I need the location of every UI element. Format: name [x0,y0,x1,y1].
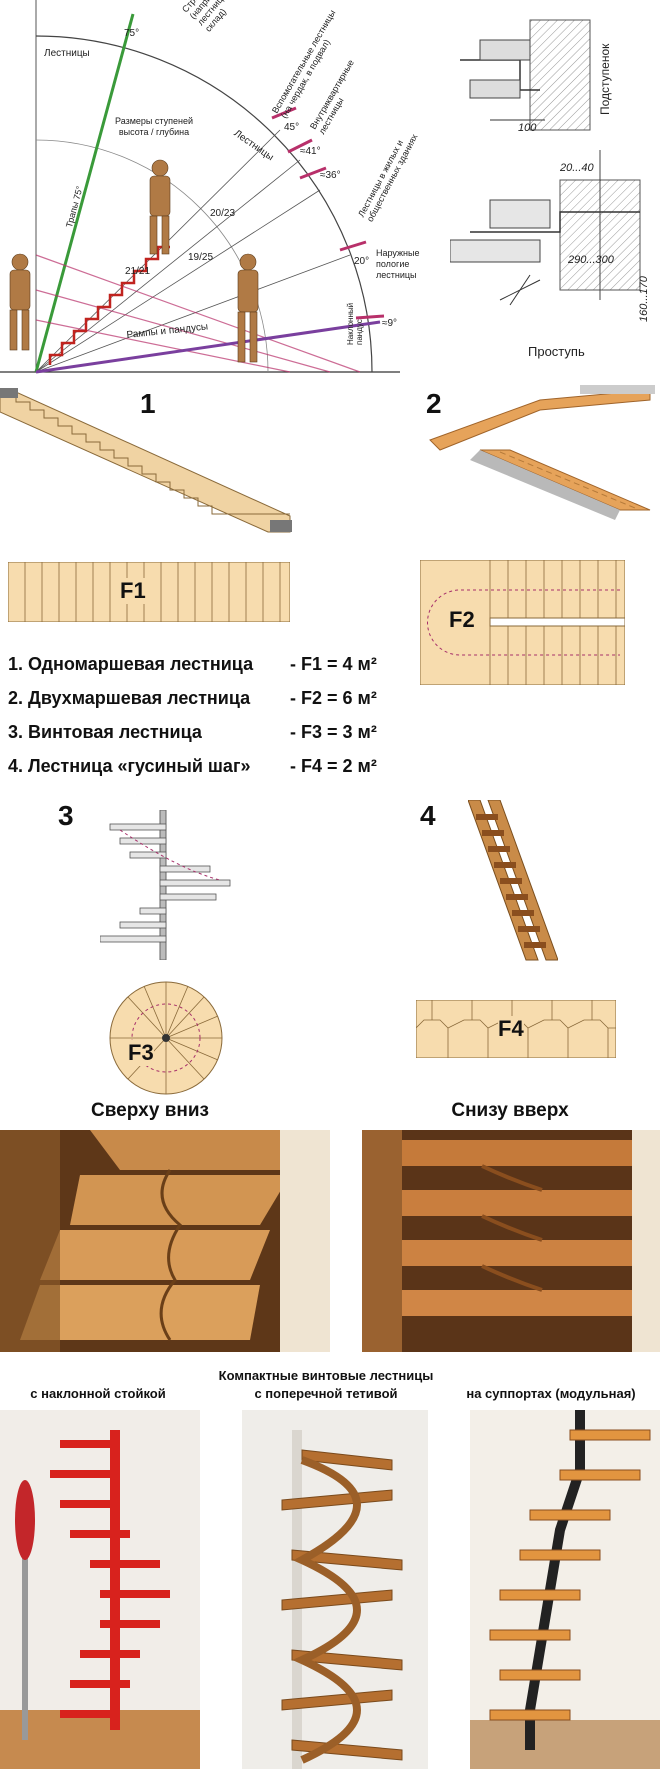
angle-45: 45° [284,122,300,133]
goose-step-stair-3d [468,800,558,961]
caption-inclined-post: с наклонной стойкой [30,1386,166,1401]
number-3: 3 [58,800,74,831]
legend-value-3: - F3 = 3 м² [290,722,377,742]
area-f4-label: F4 [498,1016,524,1042]
angle-9: ≈9° [382,318,398,329]
angle-75-label: 75° [124,28,140,39]
slope-ramp-label: Наклонный пандус [346,302,364,345]
legend-name-1: 1. Одномаршевая лестница [8,654,254,674]
ratio-21-21: 21/21 [125,266,151,277]
caption-transverse-string: с поперечной тетивой [254,1386,398,1401]
angle-41: ≈41° [300,146,321,157]
spiral-stair-side [100,810,231,960]
step-detail-drawing [450,19,641,306]
single-flight-stair-plan [8,562,290,622]
photo-wood-compact-spiral [242,1410,428,1769]
step-sizes-label: Размеры ступеней высота / глубина [114,116,193,137]
dim-160-170-label: 160...170 [638,276,650,322]
legend-value-1: - F1 = 4 м² [290,654,377,674]
number-4: 4 [420,800,436,831]
two-flight-stair-plan [420,560,625,685]
caption-supports-modular: на суппортах (модульная) [466,1386,636,1401]
podstupenok-label: Подступенок [598,43,612,115]
caption-top-down: Сверху вниз [91,1100,209,1121]
stair-slope-diagram [0,0,400,374]
dim-20-40-label: 20...40 [560,162,594,174]
number-1: 1 [140,388,156,419]
two-flight-stair-3d [429,385,655,520]
outdoor-stairs-label: Наружные пологие лестницы [376,248,420,280]
photo-modular-support-stair [470,1410,660,1769]
spiral-stair-plan [109,981,223,1095]
photo-red-spiral-stair [0,1410,200,1769]
area-f2-label: F2 [449,607,475,633]
single-flight-stair-side [0,388,292,533]
angle-20: 20° [354,256,370,267]
legend-name-2: 2. Двухмаршевая лестница [8,688,251,708]
photo-goose-step-bottom-up [362,1130,660,1352]
photo-goose-step-top-down [0,1130,330,1352]
dim-290-300-label: 290...300 [568,254,614,266]
legend-row-2: 2. Двухмаршевая лестница - F2 = 6 м² [8,688,377,709]
legend-row-3: 3. Винтовая лестница - F3 = 3 м² [8,722,377,743]
ladders-label: Лестницы [44,48,90,59]
ratio-20-23: 20/23 [210,208,236,219]
ratio-19-25: 19/25 [188,252,214,263]
legend-value-4: - F4 = 2 м² [290,756,377,776]
caption-bottom-up: Снизу вверх [451,1100,569,1121]
legend-row-1: 1. Одномаршевая лестница - F1 = 4 м² [8,654,377,675]
number-2: 2 [426,388,442,419]
legend-name-3: 3. Винтовая лестница [8,722,202,742]
legend-row-4: 4. Лестница «гусиный шаг» - F4 = 2 м² [8,756,377,777]
angle-36: ≈36° [320,170,341,181]
dim-100-label: 100 [518,122,537,134]
area-f3-label: F3 [128,1040,154,1066]
prostup-label: Проступь [528,344,585,359]
legend-value-2: - F2 = 6 м² [290,688,377,708]
caption-compact-spiral: Компактные винтовые лестницы [218,1368,434,1383]
legend-name-4: 4. Лестница «гусиный шаг» [8,756,251,776]
area-f1-label: F1 [120,578,146,604]
